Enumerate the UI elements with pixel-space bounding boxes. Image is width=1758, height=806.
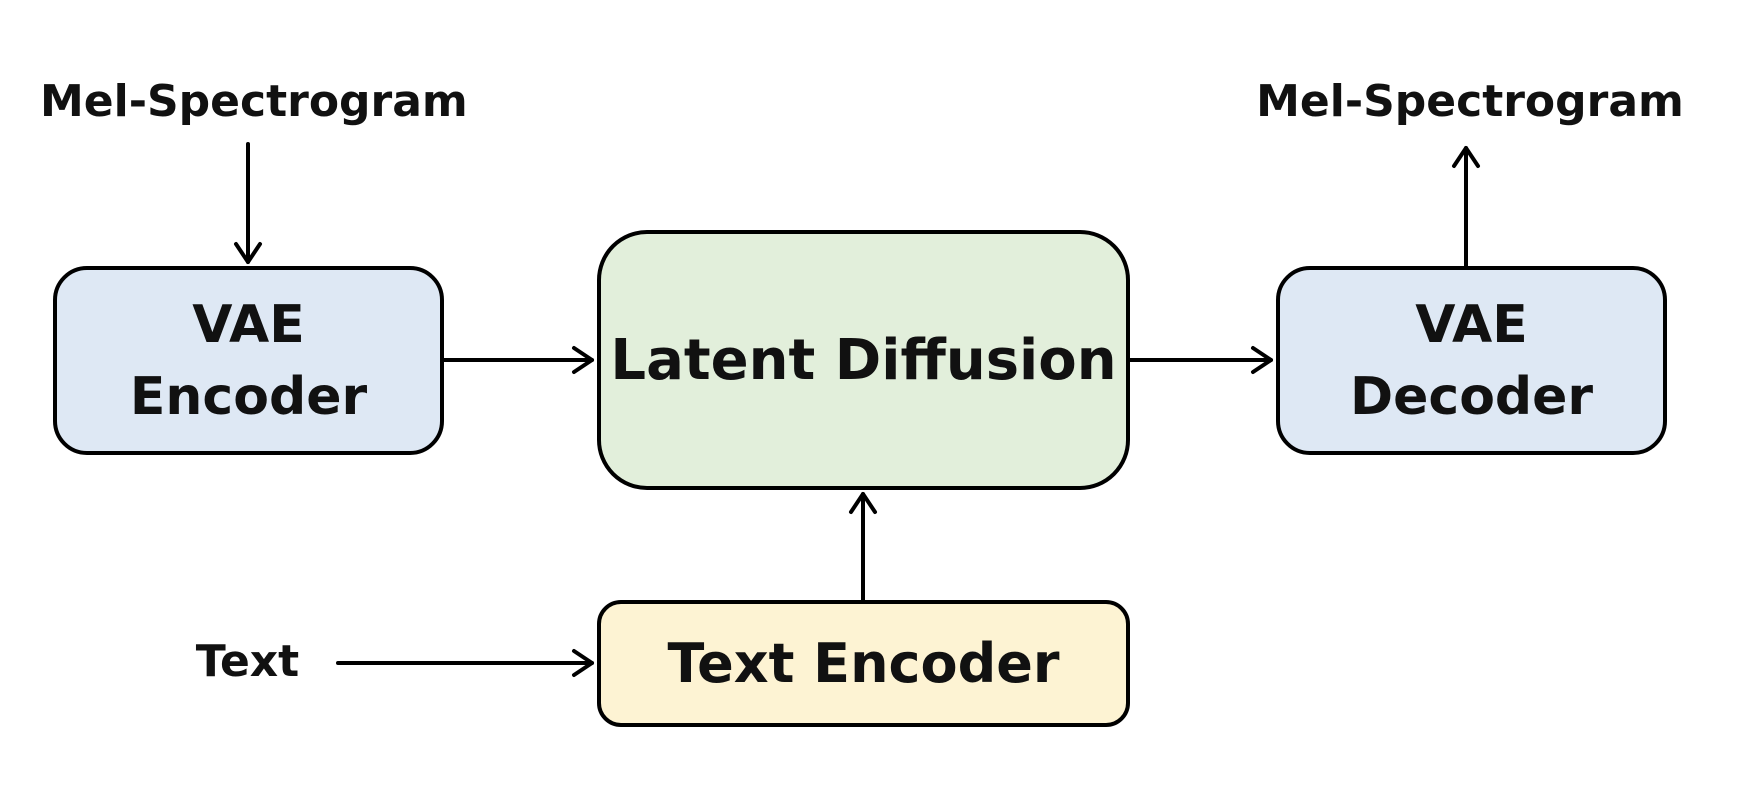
vae-encoder-line2: Encoder <box>129 366 368 427</box>
arrow-input-to-encoder <box>234 142 262 264</box>
input-mel-spectrogram-label: Mel-Spectrogram <box>40 76 468 127</box>
output-mel-spectrogram-label: Mel-Spectrogram <box>1256 76 1684 127</box>
text-input-label: Text <box>195 636 300 687</box>
arrow-diffusion-to-decoder <box>1128 346 1273 374</box>
text-encoder-box: Text Encoder <box>597 600 1130 727</box>
latent-diffusion-box: Latent Diffusion <box>597 230 1130 490</box>
arrow-decoder-to-output <box>1452 146 1480 268</box>
arrow-text-to-text-encoder <box>336 649 594 677</box>
vae-decoder-line2: Decoder <box>1349 366 1594 427</box>
arrow-encoder-to-diffusion <box>442 346 594 374</box>
latent-diffusion-label: Latent Diffusion <box>610 327 1117 393</box>
text-encoder-label: Text Encoder <box>667 632 1060 695</box>
vae-decoder-box: VAE Decoder <box>1276 266 1667 455</box>
arrow-text-encoder-to-diffusion <box>849 492 877 602</box>
vae-decoder-line1: VAE <box>1415 294 1528 355</box>
vae-encoder-box: VAE Encoder <box>53 266 444 455</box>
vae-encoder-line1: VAE <box>192 294 305 355</box>
